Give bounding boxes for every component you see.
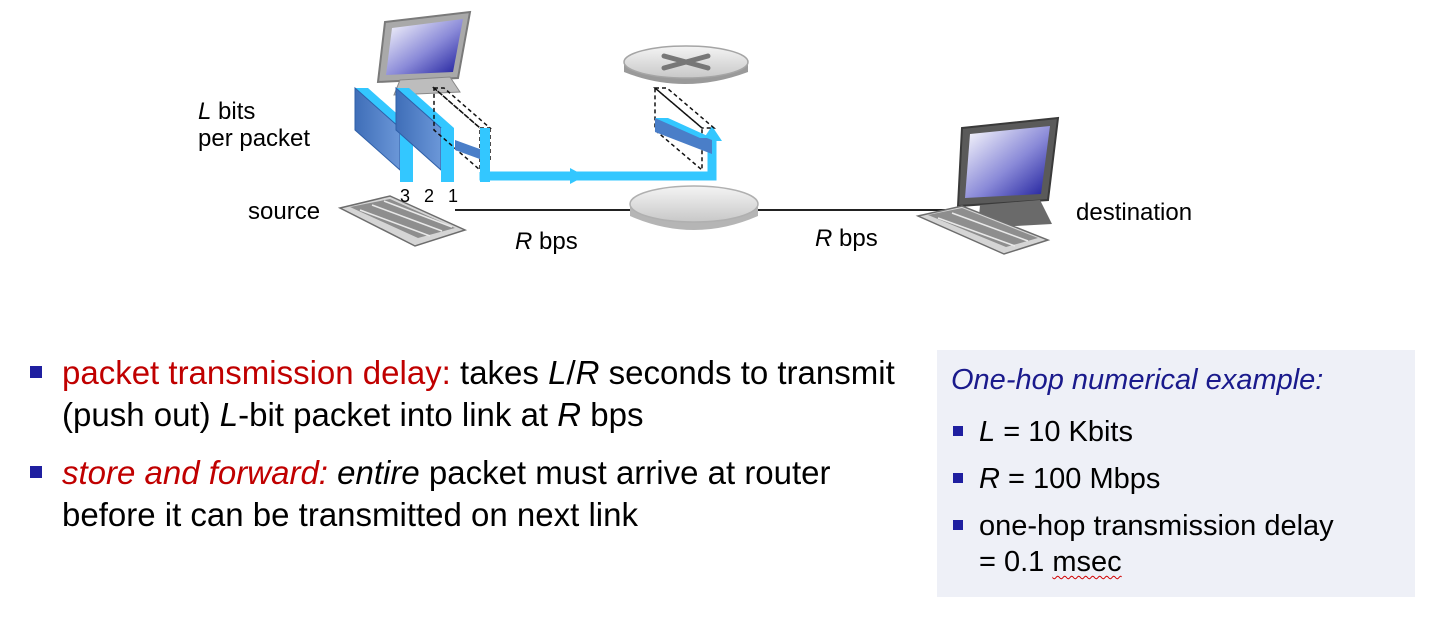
packet-at-router <box>652 86 717 172</box>
packet-number-1: 1 <box>448 186 458 206</box>
network-diagram: L bits per packet 3 2 1 source destinati… <box>198 10 1192 255</box>
example-item-rate: R = 100 Mbps <box>951 461 1419 497</box>
packet-number-2: 2 <box>424 186 434 206</box>
term-store-and-forward: store and forward: <box>62 454 328 491</box>
destination-monitor-icon <box>956 116 1060 228</box>
bullet-square-icon <box>953 520 963 530</box>
source-monitor-icon <box>376 10 472 96</box>
example-box: One-hop numerical example: L = 10 Kbits … <box>937 350 1415 597</box>
router-icon <box>629 185 759 230</box>
bullet-square-icon <box>953 473 963 483</box>
bullet-square-icon <box>30 366 42 378</box>
destination-keyboard-icon <box>915 205 1051 255</box>
destination-label: destination <box>1076 199 1192 226</box>
bullet-square-icon <box>953 426 963 436</box>
packet-block-1 <box>431 86 493 182</box>
bullet-square-icon <box>30 466 42 478</box>
example-title: One-hop numerical example: <box>951 364 1324 396</box>
bullet-transmission-delay: packet transmission delay: takes L/R sec… <box>28 352 908 436</box>
link2-rate-label: R bps <box>815 225 878 252</box>
router-top-icon <box>623 45 749 84</box>
packet-block-2 <box>395 86 454 182</box>
spellcheck-word: msec <box>1052 546 1122 578</box>
packet-size-label: L bits <box>198 98 255 125</box>
bullet-store-and-forward: store and forward: entire packet must ar… <box>28 452 908 536</box>
bullet-list: packet transmission delay: takes L/R sec… <box>28 352 908 552</box>
link1-rate-label: R bps <box>515 228 578 255</box>
source-keyboard-icon <box>337 195 468 247</box>
packet-number-3: 3 <box>400 186 410 206</box>
packet-size-label-line2: per packet <box>198 125 310 152</box>
term-transmission-delay: packet transmission delay: <box>62 354 451 391</box>
example-item-packet-size: L = 10 Kbits <box>951 414 1419 450</box>
example-item-delay: one-hop transmission delay = 0.1 msec <box>951 508 1419 580</box>
source-label: source <box>248 198 320 225</box>
